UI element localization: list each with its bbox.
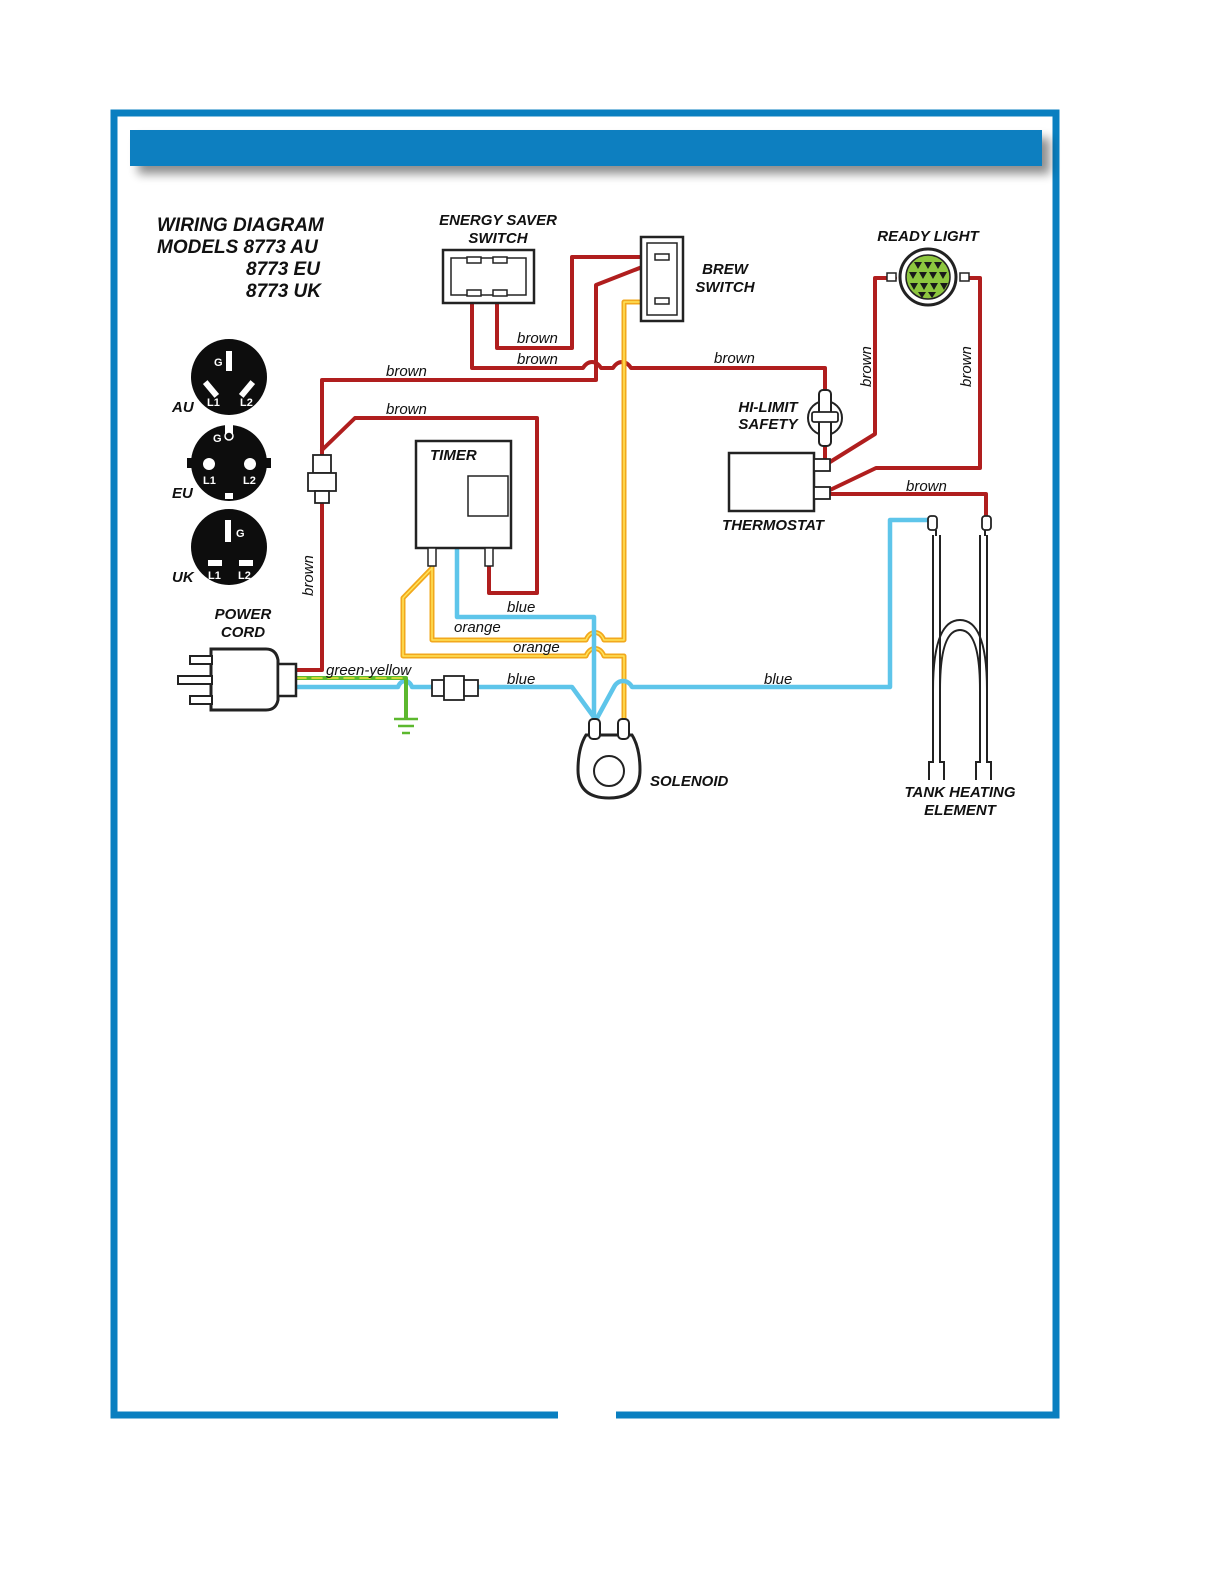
plug-face-uk: G L1 L2 UK	[172, 509, 267, 586]
blue-wires	[296, 497, 932, 720]
blue-wire-connector	[432, 676, 478, 700]
brew-switch: BREW SWITCH	[641, 237, 756, 321]
thermostat: THERMOSTAT	[722, 453, 830, 534]
plug-au-l2: L2	[240, 397, 253, 409]
wire-label-brown-left-second: brown	[386, 401, 427, 418]
ground-wire	[296, 678, 406, 718]
title-line-3: 8773 EU	[246, 259, 321, 280]
plug-eu-l1: L1	[203, 475, 216, 487]
plug-eu-label: EU	[172, 485, 194, 502]
wire-label-brown-cord: brown	[300, 555, 317, 596]
plug-au-label: AU	[171, 399, 195, 416]
plug-eu-g: G	[213, 433, 222, 445]
wire-label-brown-left-top: brown	[386, 363, 427, 380]
power-cord-label-2: CORD	[221, 624, 265, 641]
tank-heating-element: TANK HEATING ELEMENT	[904, 516, 1015, 819]
title-line-2: MODELS 8773 AU	[157, 237, 319, 258]
power-cord-plug: POWER CORD	[178, 606, 296, 710]
solenoid: SOLENOID	[578, 719, 729, 798]
blue-wire-cord	[296, 681, 432, 687]
wire-label-blue-cord: blue	[507, 671, 535, 688]
energy-saver-label-2: SWITCH	[468, 230, 528, 247]
hi-limit-label-2: SAFETY	[738, 416, 799, 433]
plug-eu-l2: L2	[243, 475, 256, 487]
wire-label-brown-top-right: brown	[714, 350, 755, 367]
energy-saver-switch: ENERGY SAVER SWITCH	[439, 212, 557, 303]
element-label-1: TANK HEATING	[904, 784, 1015, 801]
title-line-1: WIRING DIAGRAM	[157, 215, 325, 236]
ground-symbol-icon	[394, 719, 418, 733]
title-block: WIRING DIAGRAM MODELS 8773 AU 8773 EU 87…	[157, 215, 325, 302]
plug-uk-l1: L1	[208, 570, 221, 582]
ready-light: READY LIGHT	[877, 228, 980, 305]
timer: TIMER	[416, 441, 511, 566]
plug-face-eu: G L1 L2 EU	[172, 425, 271, 502]
wire-label-orange-a: orange	[454, 619, 501, 636]
header-bar	[130, 130, 1042, 166]
power-cord-label-1: POWER	[215, 606, 272, 623]
element-label-2: ELEMENT	[924, 802, 998, 819]
wire-label-brown-switch-b: brown	[517, 351, 558, 368]
plug-uk-g: G	[236, 528, 245, 540]
plug-uk-l2: L2	[238, 570, 251, 582]
plug-uk-label: UK	[172, 569, 195, 586]
blue-wire-element	[596, 520, 932, 720]
wire-label-brown-thermostat: brown	[906, 478, 947, 495]
timer-label: TIMER	[430, 447, 477, 464]
wire-label-blue-timer: blue	[507, 599, 535, 616]
hi-limit-safety: HI-LIMIT SAFETY	[738, 390, 842, 446]
wires	[296, 257, 986, 720]
brew-switch-label-1: BREW	[702, 261, 750, 278]
wire-label-orange-b: orange	[513, 639, 560, 656]
wire-label-brown-light-left: brown	[858, 346, 875, 387]
blue-wire-cord-solenoid	[478, 687, 596, 720]
solenoid-label: SOLENOID	[650, 773, 729, 790]
wire-label-brown-switch-a: brown	[517, 330, 558, 347]
wire-label-brown-light-right: brown	[958, 346, 975, 387]
plug-face-au: G L1 L2 AU	[171, 339, 267, 416]
hi-limit-label-1: HI-LIMIT	[738, 399, 799, 416]
thermostat-label: THERMOSTAT	[722, 517, 826, 534]
plug-au-g: G	[214, 357, 223, 369]
energy-saver-label-1: ENERGY SAVER	[439, 212, 557, 229]
plug-au-l1: L1	[207, 397, 220, 409]
wire-label-blue-element: blue	[764, 671, 792, 688]
brew-switch-label-2: SWITCH	[695, 279, 755, 296]
title-line-4: 8773 UK	[246, 281, 322, 302]
ready-light-label: READY LIGHT	[877, 228, 980, 245]
brown-wire-thermostat-element	[830, 494, 986, 520]
cord-connector	[308, 455, 336, 503]
wire-label-green-yellow: green-yellow	[326, 662, 412, 679]
